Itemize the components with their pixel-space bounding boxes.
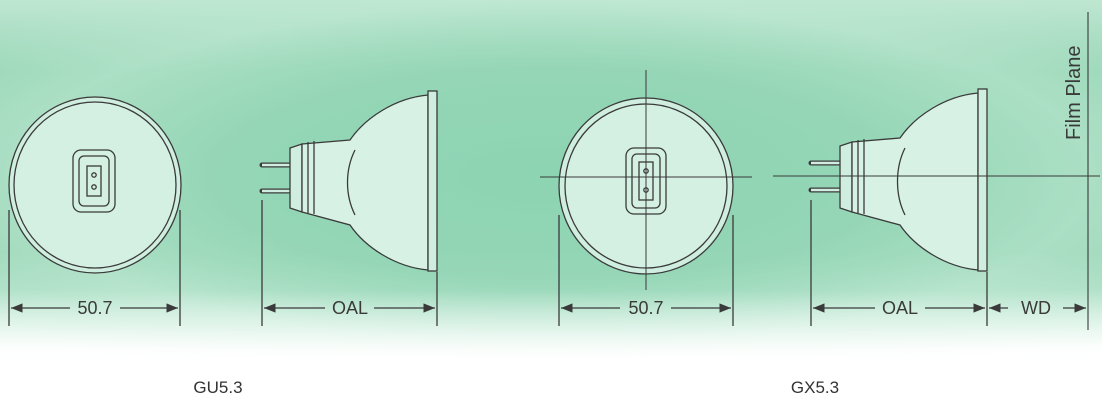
- gu53-front-view: [8, 96, 182, 274]
- gu53-pin-top: [91, 172, 97, 178]
- film-plane-label: Film Plane: [1063, 46, 1085, 140]
- gu53-reflector: [301, 94, 429, 271]
- gx53-length-label: OAL: [882, 298, 918, 318]
- gx53-width-label: 50.7: [628, 298, 663, 318]
- gu53-width-dimension: [8, 210, 181, 326]
- gu53-pin-bottom: [91, 184, 97, 190]
- gu53-neck: [289, 143, 303, 213]
- gx53-wd-label: WD: [1021, 298, 1051, 318]
- gu53-width-label: 50.7: [77, 298, 112, 318]
- gu53-base-inner: [78, 155, 110, 207]
- gu53-length-dimension: [261, 200, 438, 326]
- gx53-caption: GX5.3: [790, 378, 840, 397]
- gu53-pin-block: [86, 165, 102, 197]
- gx53-reflector: [851, 92, 979, 271]
- gx53-front-lip: [977, 88, 988, 272]
- gu53-front-lip: [427, 90, 438, 272]
- gu53-caption: GU5.3: [193, 378, 243, 397]
- gx53-side-view: [773, 88, 1100, 272]
- gx53-neck: [839, 141, 853, 213]
- gx53-front-view: [540, 70, 752, 290]
- lamp-dimension-diagram: 50.7 OAL 50.7 OAL WD Film Plane: [8, 12, 1100, 330]
- gu53-base-outer: [72, 149, 116, 213]
- gu53-side-view: [259, 90, 438, 272]
- gx53-length-dimension: [810, 200, 988, 326]
- gx53-width-dimension: [558, 215, 734, 326]
- gu53-length-label: OAL: [332, 298, 368, 318]
